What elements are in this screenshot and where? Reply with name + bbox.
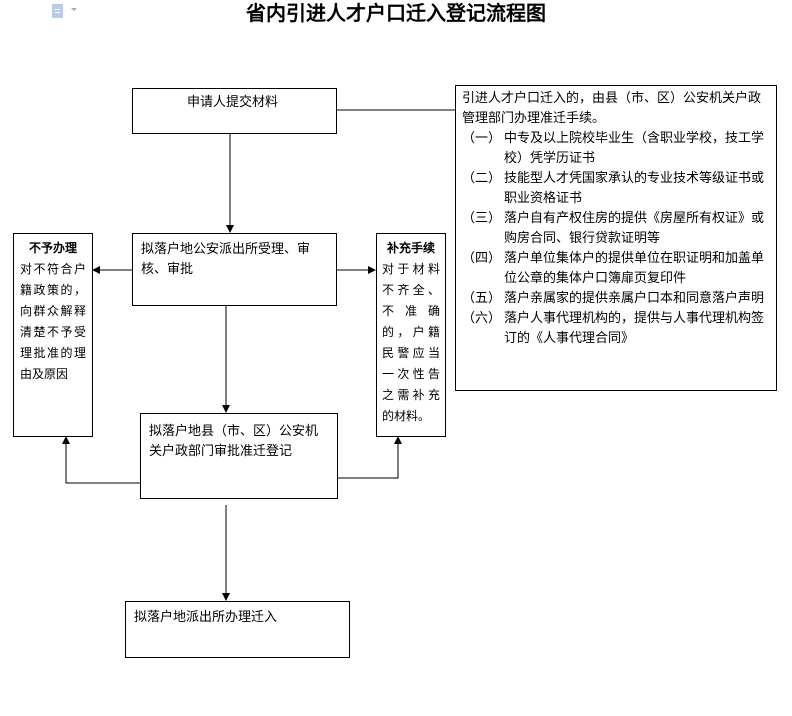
step-final-box: 拟落户地派出所办理迁入 <box>125 601 350 658</box>
chevron-down-icon[interactable] <box>71 8 77 11</box>
requirement-num: （六） <box>462 311 502 326</box>
document-icon[interactable] <box>52 4 63 18</box>
requirement-text: 中专及以上院校毕业生（含职业学校，技工学校）凭学历证书 <box>504 131 765 166</box>
supplement-text: 对于材料不齐全、不准确的，户籍民警应当一次性告之需补充的材料。 <box>382 262 440 423</box>
arrow-county-to-supplement <box>337 436 402 479</box>
step-final-label: 拟落户地派出所办理迁入 <box>134 610 278 625</box>
step-submit-box: 申请人提交材料 <box>132 88 337 134</box>
supplement-title: 补充手续 <box>386 241 435 255</box>
requirement-num: （二） <box>462 171 502 186</box>
reject-text: 对不符合户籍政策的，向群众解释清楚不予受理批准的理由及原因 <box>20 262 86 381</box>
requirement-item: （一）中专及以上院校毕业生（含职业学校，技工学校）凭学历证书 <box>462 129 770 169</box>
requirement-num: （一） <box>462 131 502 146</box>
step-county-box: 拟落户地县（市、区）公安机关户政部门审批准迁登记 <box>140 413 338 499</box>
step-county-label: 拟落户地县（市、区）公安机关户政部门审批准迁登记 <box>149 424 319 459</box>
requirement-num: （五） <box>462 291 502 306</box>
step-review-label: 拟落户地公安派出所受理、审核、审批 <box>141 242 311 277</box>
requirement-text: 落户自有产权住房的提供《房屋所有权证》或购房合同、银行贷款证明等 <box>504 211 765 246</box>
requirement-item: （五）落户亲属家的提供亲属户口本和同意落户声明 <box>462 289 770 309</box>
reject-title: 不予办理 <box>28 241 77 255</box>
step-submit-label: 申请人提交材料 <box>187 95 279 110</box>
step-review-box: 拟落户地公安派出所受理、审核、审批 <box>132 233 337 306</box>
requirement-item: （二）技能型人才凭国家承认的专业技术等级证书或职业资格证书 <box>462 169 770 209</box>
requirement-num: （三） <box>462 211 502 226</box>
requirement-item: （三）落户自有产权住房的提供《房屋所有权证》或购房合同、银行贷款证明等 <box>462 209 770 249</box>
requirement-num: （四） <box>462 251 502 266</box>
requirement-item: （六）落户人事代理机构的，提供与人事代理机构签订的《人事代理合同》 <box>462 309 770 349</box>
arrow-county-to-reject <box>62 436 140 484</box>
supplement-box: 补充手续 对于材料不齐全、不准确的，户籍民警应当一次性告之需补充的材料。 <box>376 233 446 437</box>
requirement-text: 落户人事代理机构的，提供与人事代理机构签订的《人事代理合同》 <box>504 311 765 346</box>
requirement-text: 技能型人才凭国家承认的专业技术等级证书或职业资格证书 <box>504 171 765 206</box>
requirement-item: （四）落户单位集体户的提供单位在职证明和加盖单位公章的集体户口簿扉页复印件 <box>462 249 770 289</box>
requirement-text: 落户单位集体户的提供单位在职证明和加盖单位公章的集体户口簿扉页复印件 <box>504 251 765 286</box>
reject-box: 不予办理 对不符合户籍政策的，向群众解释清楚不予受理批准的理由及原因 <box>13 233 93 437</box>
requirement-text: 落户亲属家的提供亲属户口本和同意落户声明 <box>504 291 765 306</box>
page-title: 省内引进人才户口迁入登记流程图 <box>246 1 546 25</box>
requirements-intro: 引进人才户口迁入的，由县（市、区）公安机关户政管理部门办理准迁手续。 <box>462 91 762 126</box>
requirements-box: 引进人才户口迁入的，由县（市、区）公安机关户政管理部门办理准迁手续。 （一）中专… <box>455 85 777 391</box>
